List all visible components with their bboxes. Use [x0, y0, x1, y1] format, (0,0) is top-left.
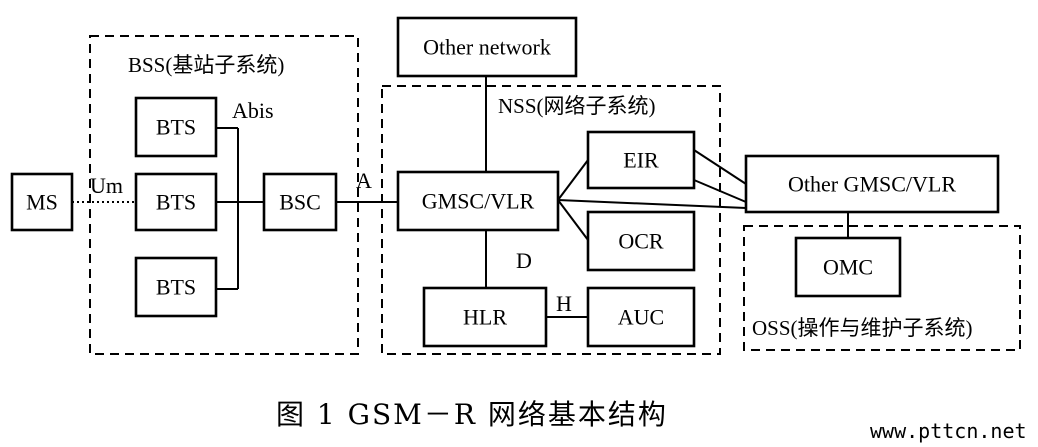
svg-text:MS: MS: [26, 190, 58, 215]
bsc-node: BSC: [262, 172, 338, 232]
svg-text:AUC: AUC: [618, 305, 664, 330]
h-interface-label: H: [556, 291, 572, 316]
svg-text:BTS: BTS: [156, 115, 196, 140]
gmsc-ocr-link: [557, 199, 589, 241]
nss-label: NSS(网络子系统): [498, 94, 656, 118]
svg-text:EIR: EIR: [623, 148, 659, 173]
svg-text:OCR: OCR: [618, 229, 664, 254]
svg-text:HLR: HLR: [463, 305, 507, 330]
svg-text:GMSC/VLR: GMSC/VLR: [422, 189, 535, 214]
d-interface-label: D: [516, 248, 532, 273]
eir-node: EIR: [586, 130, 696, 190]
svg-text:OMC: OMC: [823, 255, 873, 280]
auc-node: AUC: [586, 286, 696, 348]
hlr-node: HLR: [422, 286, 548, 348]
svg-text:BSC: BSC: [279, 190, 321, 215]
svg-text:BTS: BTS: [156, 190, 196, 215]
svg-text:BTS: BTS: [156, 275, 196, 300]
eir-other-gmsc-link-1: [693, 149, 747, 185]
nss-group-boundary: [381, 85, 721, 355]
oss-label: OSS(操作与维护子系统): [752, 316, 973, 340]
ms-node: MS: [10, 172, 74, 232]
eir-other-gmsc-link-2: [693, 179, 747, 203]
um-interface-label: Um: [90, 173, 123, 198]
bts-bot-node: BTS: [134, 256, 218, 318]
other-network-node: Other network: [396, 16, 578, 78]
abis-interface-label: Abis: [232, 98, 274, 123]
gmsc-vlr-node: GMSC/VLR: [396, 170, 560, 232]
svg-text:Other network: Other network: [423, 35, 551, 60]
bss-group-boundary: [89, 35, 359, 355]
bss-label: BSS(基站子系统): [128, 53, 284, 77]
a-interface-label: A: [356, 168, 372, 193]
omc-node: OMC: [794, 236, 902, 298]
svg-text:Other GMSC/VLR: Other GMSC/VLR: [788, 172, 956, 197]
gmsc-eir-link: [557, 159, 589, 201]
oss-group-boundary: [743, 225, 1021, 351]
bts-mid-node: BTS: [134, 172, 218, 232]
other-gmsc-vlr-node: Other GMSC/VLR: [744, 154, 1000, 214]
gmsc-other-gmsc-link: [557, 199, 747, 209]
figure-caption: 图 1 GSM－R 网络基本结构: [276, 398, 668, 431]
bts-top-node: BTS: [134, 96, 218, 158]
ocr-node: OCR: [586, 210, 696, 272]
watermark-text: www.pttcn.net: [870, 419, 1027, 443]
